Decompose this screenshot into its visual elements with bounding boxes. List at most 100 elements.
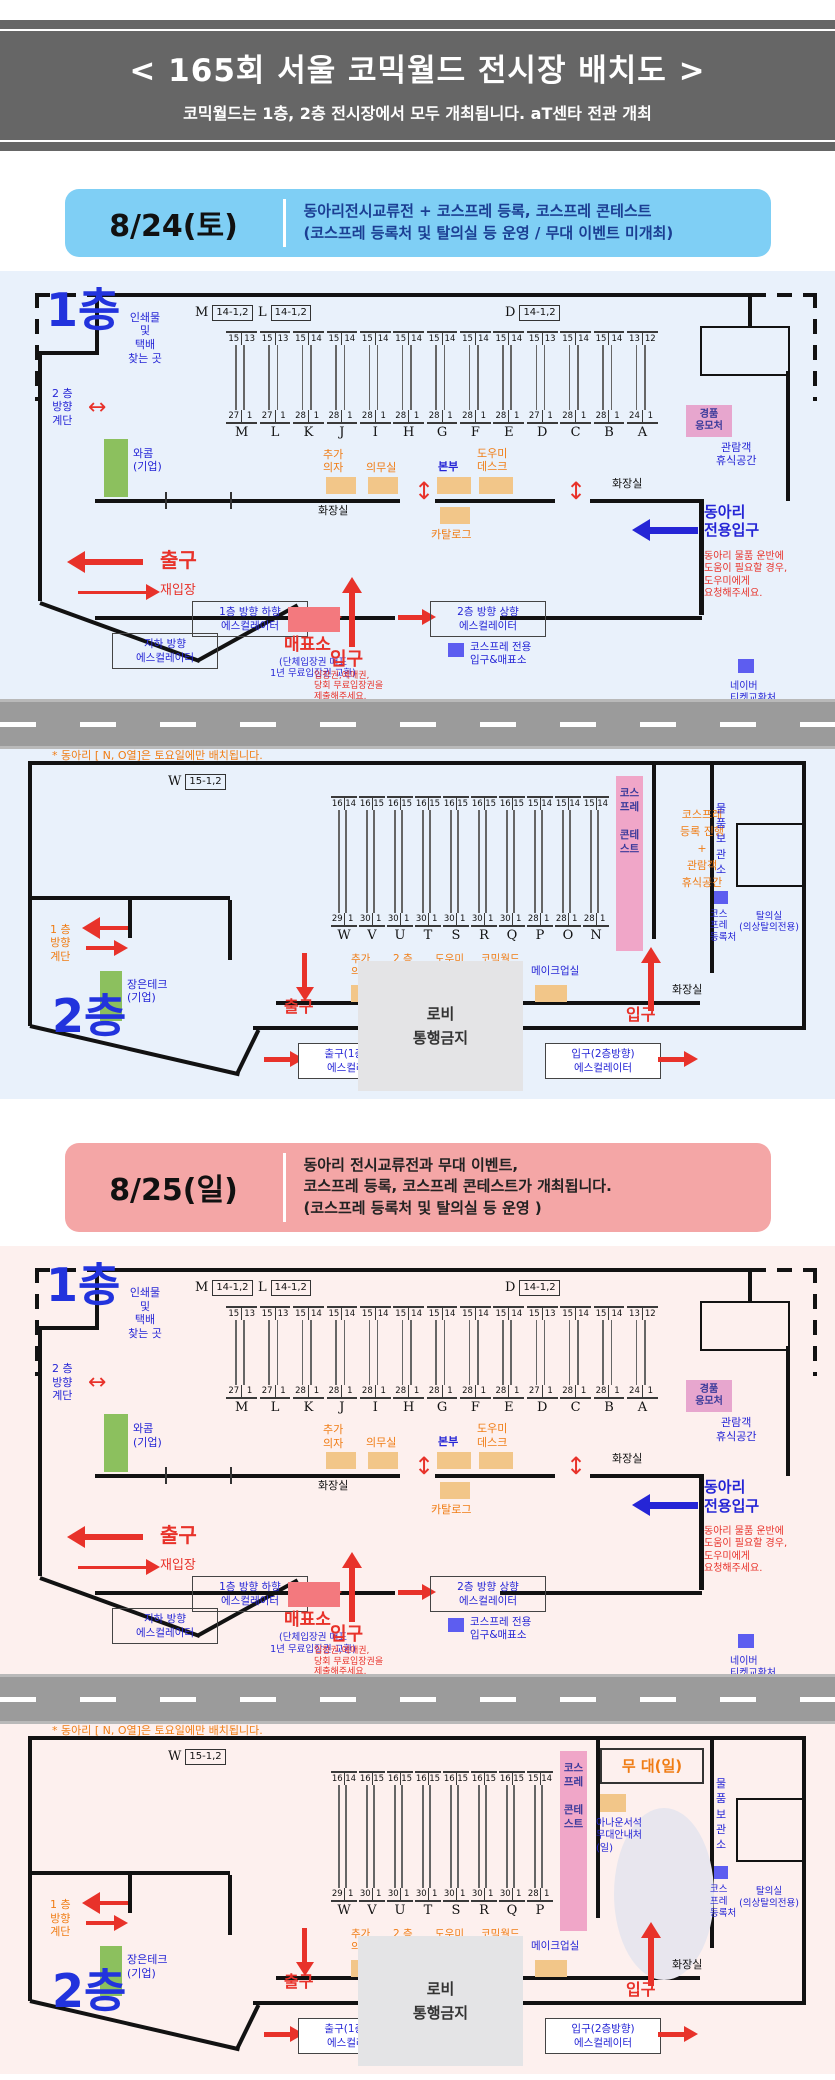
storage-room-outline [736, 822, 806, 887]
club-note-label: 동아리 물품 운반에 도움이 필요할 경우, 도우미에게 요청해주세요. [704, 550, 788, 600]
print-pickup-label: 인쇄물 및 택배 찾는 곳 [128, 310, 162, 365]
booth-row-lines [358, 809, 386, 913]
wall [253, 2000, 358, 2005]
booth-row-lines [492, 344, 525, 410]
row-marker-letter: M [195, 305, 209, 320]
booth-row-lines [470, 1784, 498, 1888]
stairs-arrow-right-icon [86, 1920, 114, 1925]
wall [28, 1735, 806, 1740]
booth-row-letter: J [339, 1399, 345, 1415]
escalator-arrow-icon [398, 614, 422, 620]
wall [786, 370, 790, 501]
wall [95, 292, 99, 351]
helper-desk-box [479, 476, 513, 494]
wall [748, 1267, 752, 1303]
row-marker-range: 15-1,2 [185, 1748, 226, 1765]
restroom-label: 화장실 [672, 1957, 703, 1971]
print-pickup-label: 인쇄물 및 택배 찾는 곳 [128, 1285, 162, 1340]
row-marker-range: 15-1,2 [185, 773, 226, 790]
ticket-office-label: 매표소 [284, 1609, 331, 1630]
booth-row-letter: T [423, 927, 433, 943]
wall [38, 350, 99, 355]
restroom-label: 화장실 [612, 1451, 643, 1465]
entrance-arrow-icon [349, 1567, 355, 1622]
booth-row-lines [626, 344, 659, 410]
cosplay-contest-box: 코스 프레 콘테 스트 [560, 1750, 587, 1931]
booth-row-letter: H [402, 1399, 415, 1415]
entrance-arrow-icon [648, 962, 654, 1011]
row-marker-range: 14-1,2 [270, 304, 311, 321]
club-entrance-label: 동아리 전용입구 [704, 1477, 760, 1515]
storage-room-outline [700, 1300, 790, 1351]
stairs-1f-label: 1 층 방향 계단 [50, 1897, 71, 1939]
cosplay-registration-area-label: 코스프레 등록 진행 + 관람객 휴식공간 [680, 807, 724, 889]
helper-desk-box [479, 1451, 513, 1469]
booth-row-lines [626, 1319, 659, 1385]
club-entrance-arrow-icon [650, 1501, 698, 1509]
booth-row-letter: D [536, 424, 548, 440]
road [0, 1673, 835, 1724]
cosplay-registration-desk-label: 코스 프레 등록처 [710, 1883, 737, 1919]
wall [35, 1267, 39, 1376]
visitor-rest-area-label: 관람객 휴식공간 [716, 440, 757, 468]
lobby-no-passage-box: 로비 통행금지 [358, 1935, 523, 2066]
lobby-no-passage-box: 로비 통행금지 [358, 960, 523, 1091]
wall [95, 1267, 99, 1326]
cosplay-entrance-box [448, 1617, 464, 1632]
booth-row-letter: M [235, 1399, 249, 1415]
helper-desk-label: 도우미 데스크 [477, 1421, 508, 1449]
booth-row-letter: P [535, 1902, 545, 1918]
booth-row-lines [292, 1319, 325, 1385]
wall [38, 1325, 42, 1576]
wacom-booth-box [104, 1413, 128, 1472]
jangeun-booth-box [100, 1945, 122, 1996]
booth-row-lines [442, 809, 470, 913]
escalator-entrance-box: 입구(2층방향) 에스컬레이터 [545, 1042, 661, 1079]
wall [435, 1473, 555, 1478]
two-way-vertical-arrow-icon: ↕ [566, 1451, 587, 1480]
booth-row-lines [325, 1319, 358, 1385]
booth-row-letter: D [536, 1399, 548, 1415]
